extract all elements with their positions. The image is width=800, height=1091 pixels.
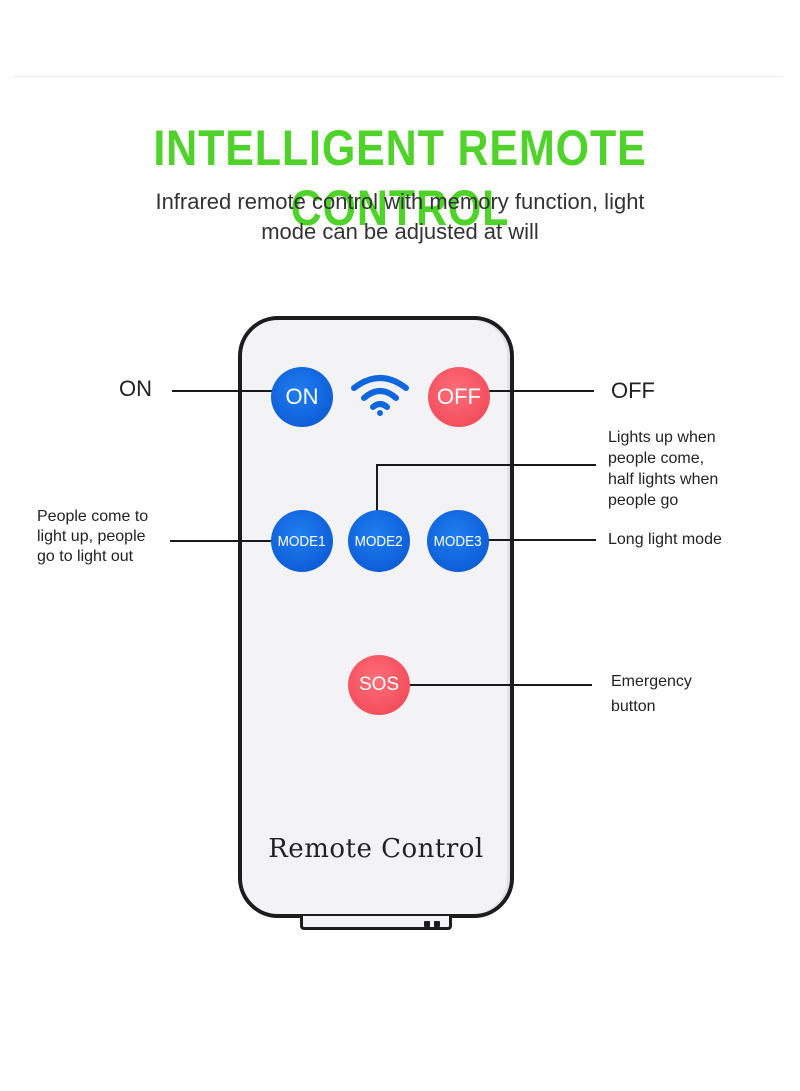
callout-line-mode1 — [170, 540, 280, 542]
callout-mode2-line: people come, — [608, 450, 705, 467]
callout-line-sos — [396, 684, 592, 686]
sos-button-label: SOS — [358, 674, 400, 695]
mode1-button[interactable]: MODE1 — [271, 510, 333, 572]
mode2-button[interactable]: MODE2 — [348, 510, 410, 572]
callout-sos: Emergency button — [611, 669, 692, 719]
callout-line-mode2-horizontal — [376, 464, 596, 466]
callout-line-off — [470, 390, 594, 392]
mode2-button-label: MODE2 — [354, 532, 404, 550]
page-subtitle: Infrared remote control with memory func… — [0, 187, 800, 247]
on-button-label: ON — [285, 384, 319, 409]
page-title: INTELLIGENT REMOTE CONTROL — [153, 120, 647, 236]
top-divider — [12, 76, 782, 77]
off-button[interactable]: OFF — [428, 367, 490, 427]
remote-label: Remote Control — [268, 834, 484, 864]
remote-notch-dot — [424, 921, 430, 927]
subtitle-line-1: Infrared remote control with memory func… — [155, 189, 645, 214]
callout-line-on — [172, 390, 282, 392]
off-button-label: OFF — [437, 384, 481, 409]
mode3-button-label: MODE3 — [433, 532, 483, 550]
callout-off: OFF — [611, 378, 655, 403]
callout-sos-line: button — [611, 698, 656, 715]
callout-mode2-line: people go — [608, 492, 679, 509]
mode1-button-label: MODE1 — [277, 532, 327, 550]
subtitle-line-2: mode can be adjusted at will — [261, 219, 539, 244]
callout-mode1: People come to light up, people go to li… — [37, 507, 148, 567]
callout-line-mode2-vertical — [376, 464, 378, 516]
callout-mode2: Lights up when people come, half lights … — [608, 427, 718, 511]
callout-mode3: Long light mode — [608, 531, 722, 548]
callout-on: ON — [119, 376, 152, 401]
on-button[interactable]: ON — [271, 367, 333, 427]
callout-mode1-line: go to light out — [37, 548, 134, 565]
wifi-icon — [350, 372, 410, 418]
callout-mode1-line: People come to — [37, 508, 149, 525]
remote-notch-dot — [434, 921, 440, 927]
callout-mode2-line: Lights up when — [608, 429, 716, 446]
sos-button[interactable]: SOS — [348, 655, 410, 715]
callout-sos-line: Emergency — [611, 673, 692, 690]
remote-bottom-tab — [300, 916, 452, 930]
callout-line-mode3 — [472, 539, 596, 541]
callout-mode2-line: half lights when — [608, 471, 719, 488]
mode3-button[interactable]: MODE3 — [427, 510, 489, 572]
callout-mode1-line: light up, people — [37, 528, 146, 545]
